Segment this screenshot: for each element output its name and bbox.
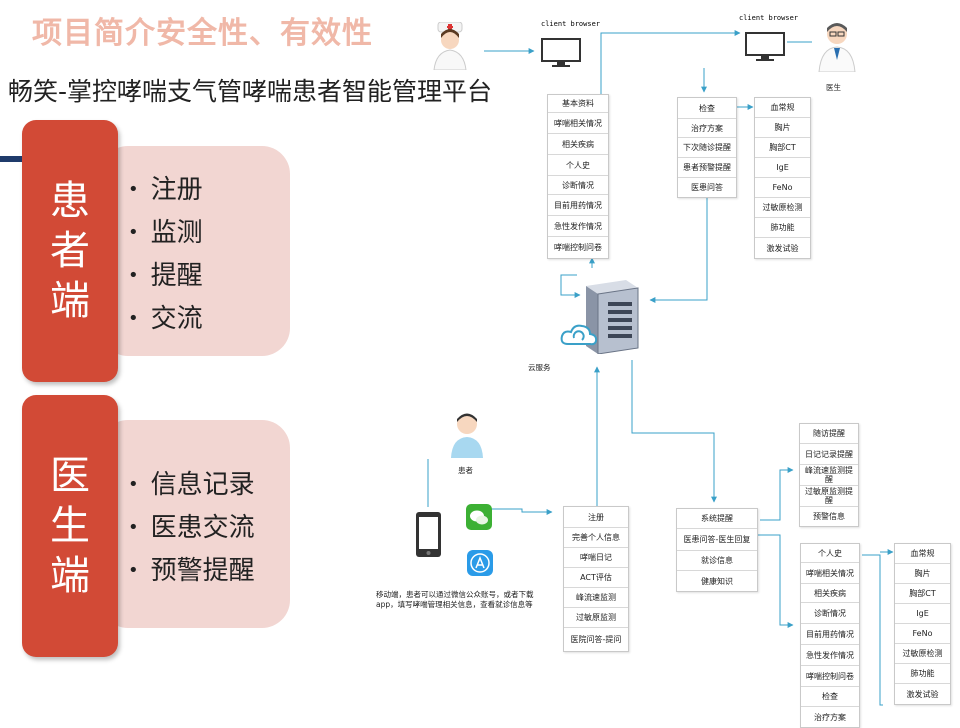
- list-item: 下次随诊提醒: [678, 138, 736, 158]
- list-item: 血常规: [895, 544, 950, 564]
- list-item: 个人史: [548, 155, 608, 176]
- list-item: 胸片: [755, 118, 810, 138]
- client-browser-label-left: client browser: [541, 20, 601, 28]
- list-item: 激发试验: [906, 689, 939, 699]
- list-item: 急性发作情况: [548, 216, 608, 237]
- visit-info-list: 个人史 哮喘相关情况 相关疾病 诊断情况 目前用药情况 急性发作情况 哮喘控制问…: [800, 543, 860, 728]
- list-item: 哮喘控制问卷: [554, 243, 602, 252]
- patient-function-menu: 注册 完善个人信息 哮喘日记 ACT评估 峰流速监测 过敏原监测 医院问答-提问: [563, 506, 629, 652]
- doctor-tag-char: 端: [50, 553, 90, 599]
- client-browser-label-right: client browser: [739, 14, 799, 22]
- list-item: 医患问答: [691, 183, 723, 192]
- app-store-icon: [467, 550, 493, 576]
- patient-feature: 提醒: [128, 256, 203, 299]
- doctor-label: 医生: [826, 83, 841, 92]
- slide-title: 项目简介安全性、有效性: [32, 16, 373, 51]
- list-item: 哮喘控制问卷: [801, 666, 859, 687]
- list-item: 诊断情况: [548, 176, 608, 195]
- list-item: 相关疾病: [548, 134, 608, 155]
- doctor-icon: [817, 20, 857, 73]
- list-item: 目前用药情况: [801, 624, 859, 645]
- doctor-feature: 预警提醒: [128, 551, 255, 594]
- accent-rule: [0, 156, 26, 162]
- list-item: 过敏原检测: [755, 198, 810, 218]
- nurse-icon: [432, 21, 468, 71]
- smartphone-icon: [416, 512, 441, 557]
- slide-subtitle: 畅笑-掌控哮喘支气管哮喘患者智能管理平台: [8, 77, 493, 106]
- list-item: 基本资料: [548, 95, 608, 113]
- mobile-description: 移动端，患者可以通过微信公众账号，或者下载app，填写哮喘管理相关信息，查看就诊…: [376, 590, 534, 609]
- list-item: 健康知识: [701, 576, 733, 586]
- list-item: 患者预警提醒: [678, 158, 736, 178]
- exam-list-2: 血常规 胸片 胸部CT IgE FeNo 过敏原检测 肺功能 激发试验: [894, 543, 951, 705]
- list-item: 目前用药情况: [548, 195, 608, 216]
- list-item: 检查: [678, 98, 736, 119]
- list-item: 峰流速监测提醒: [800, 465, 858, 486]
- list-item: IgE: [755, 158, 810, 178]
- list-item: 治疗方案: [814, 712, 846, 722]
- doctor-feature: 信息记录: [128, 465, 255, 508]
- list-item: FeNo: [895, 624, 950, 644]
- monitor-icon: [541, 38, 581, 68]
- list-item: 过敏原检测: [895, 644, 950, 664]
- patient-feature: 监测: [128, 213, 203, 256]
- list-item: FeNo: [755, 178, 810, 198]
- list-item: 检查: [801, 687, 859, 707]
- list-item: 哮喘相关情况: [548, 113, 608, 134]
- doctor-side-tag: 医 生 端: [22, 395, 118, 657]
- list-item: 激发试验: [766, 243, 799, 253]
- list-item: 医院问答-提问: [570, 635, 622, 644]
- list-item: 日记记录提醒: [800, 444, 858, 465]
- list-item: 胸部CT: [895, 584, 950, 604]
- patient-tag-char: 端: [50, 278, 90, 324]
- doctor-function-menu: 检查 治疗方案 下次随诊提醒 患者预警提醒 医患问答: [677, 97, 737, 198]
- list-item: 过敏原监测: [564, 608, 628, 628]
- list-item: 随访提醒: [800, 424, 858, 444]
- list-item: IgE: [895, 604, 950, 624]
- list-item: 峰流速监测: [564, 588, 628, 608]
- list-item: 治疗方案: [678, 119, 736, 138]
- list-item: 相关疾病: [801, 584, 859, 603]
- list-item: 肺功能: [895, 664, 950, 684]
- system-message-menu: 系统提醒 医患问答-医生回复 就诊信息 健康知识: [676, 508, 758, 592]
- list-item: 个人史: [801, 544, 859, 563]
- patient-tag-char: 患: [50, 178, 90, 224]
- list-item: 胸片: [895, 564, 950, 584]
- monitor-icon: [745, 32, 785, 62]
- list-item: ACT评估: [564, 568, 628, 588]
- patient-feature: 交流: [128, 299, 203, 342]
- list-item: 肺功能: [755, 218, 810, 238]
- doctor-feature: 医患交流: [128, 508, 255, 551]
- list-item: 过敏原监测提醒: [800, 486, 858, 507]
- list-item: 完善个人信息: [564, 528, 628, 548]
- cloud-service-label: 云服务: [528, 363, 551, 372]
- list-item: 急性发作情况: [801, 645, 859, 666]
- reminder-list: 随访提醒 日记记录提醒 峰流速监测提醒 过敏原监测提醒 预警信息: [799, 423, 859, 527]
- wechat-icon: [466, 504, 492, 530]
- doctor-tag-char: 生: [50, 503, 90, 549]
- exam-list: 血常规 胸片 胸部CT IgE FeNo 过敏原检测 肺功能 激发试验: [754, 97, 811, 259]
- server-icon: [582, 278, 640, 355]
- list-item: 诊断情况: [801, 603, 859, 624]
- patient-tag-char: 者: [50, 228, 90, 274]
- list-item: 注册: [564, 507, 628, 528]
- list-item: 医患问答-医生回复: [677, 529, 757, 551]
- list-item: 血常规: [755, 98, 810, 118]
- patient-feature: 注册: [128, 170, 203, 213]
- list-item: 预警信息: [813, 512, 845, 521]
- doctor-feature-list: 信息记录 医患交流 预警提醒: [128, 465, 255, 594]
- patient-record-list: 基本资料 哮喘相关情况 相关疾病 个人史 诊断情况 目前用药情况 急性发作情况 …: [547, 94, 609, 259]
- patient-feature-list: 注册 监测 提醒 交流: [128, 170, 203, 342]
- doctor-tag-char: 医: [50, 453, 90, 499]
- list-item: 系统提醒: [677, 509, 757, 529]
- patient-avatar-icon: [449, 410, 485, 458]
- patient-side-tag: 患 者 端: [22, 120, 118, 382]
- cloud-icon: [560, 322, 598, 348]
- list-item: 哮喘相关情况: [801, 563, 859, 584]
- list-item: 哮喘日记: [564, 548, 628, 568]
- list-item: 就诊信息: [677, 551, 757, 571]
- patient-label: 患者: [458, 466, 473, 475]
- list-item: 胸部CT: [755, 138, 810, 158]
